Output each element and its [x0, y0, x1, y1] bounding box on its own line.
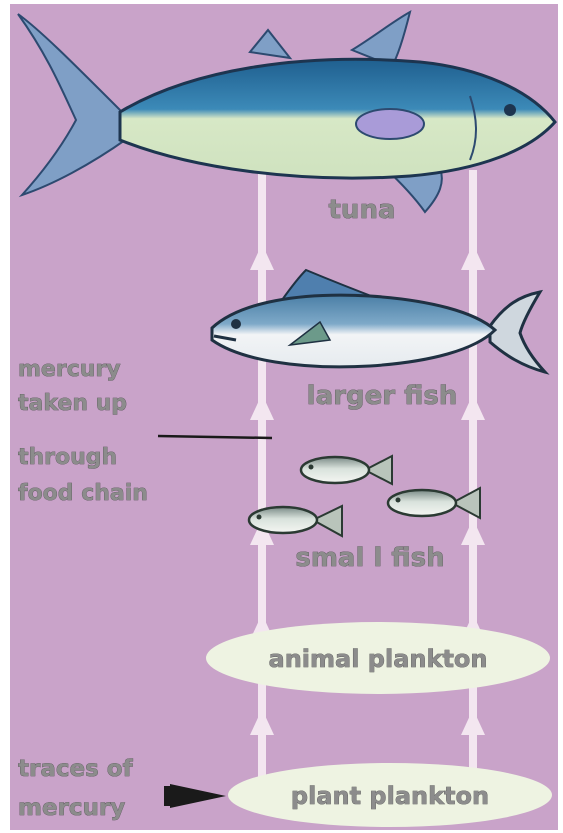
mercury-label-line-1: mercury [18, 357, 121, 382]
traces-label-line-2: mercury [18, 795, 125, 821]
mercury-label-line-2: taken up [18, 391, 127, 416]
larger-fish-eye [231, 319, 241, 329]
label-tuna: tuna [329, 195, 396, 225]
label-animal-plankton: animal plankton [269, 645, 488, 673]
mercury-label-line-3: through [18, 445, 117, 470]
label-larger-fish: larger fish [307, 381, 458, 411]
tuna-eye [504, 104, 516, 116]
tuna-pectoral-fin [356, 109, 424, 139]
traces-label-line-1: traces of [18, 756, 134, 782]
label-small-fish: smal l fish [295, 543, 444, 573]
mercury-label-line-4: food chain [18, 481, 148, 506]
traces-arrow-tail [164, 786, 174, 806]
label-plant-plankton: plant plankton [291, 782, 489, 810]
